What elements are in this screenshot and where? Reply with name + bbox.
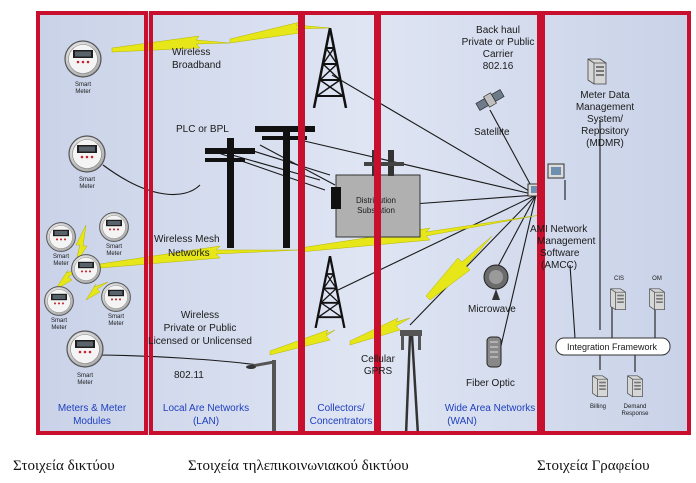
microwave-dish-icon: [483, 264, 509, 300]
component-labels: Wireless Broadband PLC or BPL Wireless M…: [148, 25, 634, 389]
bolt-icon: [85, 281, 109, 301]
meter-label: Smart: [77, 373, 93, 379]
caption-office-elements: Στοιχεία Γραφείου: [537, 458, 650, 474]
section-title-collectors: Concentrators: [310, 416, 373, 427]
protocol-label: 802.11: [174, 370, 204, 381]
mdmr-server-icon: [587, 58, 607, 85]
meter-label: Meter: [75, 89, 90, 95]
wireless-private-label: Wireless: [181, 310, 219, 321]
fiber-optic-icon: [486, 336, 502, 368]
section-title-lan: Local Are Networks: [163, 403, 249, 414]
smart-meter-icon: [44, 286, 74, 316]
meter-label: Meter: [106, 251, 121, 257]
backhaul-label: Private or Public: [462, 37, 535, 48]
server-labels: CIS OM Billing Demand Response: [590, 276, 662, 417]
om-label: OM: [652, 276, 662, 282]
frame-lan: [149, 11, 302, 435]
om-server-icon: [649, 288, 665, 311]
plc-label: PLC or BPL: [176, 124, 229, 135]
section-title-collectors: Collectors/: [317, 403, 364, 414]
cellular-pole-icon: [400, 330, 422, 436]
mdmr-label: System/: [587, 114, 623, 125]
cellular-label: GPRS: [364, 366, 393, 377]
smart-meter-icon: [64, 40, 102, 78]
wireless-private-label: Licensed or Unlicensed: [148, 336, 252, 347]
wireless-broadband-label: Wireless: [172, 47, 210, 58]
meter-label: Meter: [51, 325, 66, 331]
bolt-icon: [74, 224, 88, 266]
satellite-label: Satellite: [474, 127, 510, 138]
cellular-label: Cellular: [361, 354, 396, 365]
smart-meter-icon: [101, 282, 131, 312]
section-title-lan: (LAN): [193, 416, 219, 427]
section-title-meters: Meters & Meter: [58, 403, 127, 414]
smart-meter-icon: [46, 222, 76, 252]
meter-label: Meter: [53, 261, 68, 267]
meter-label: Smart: [79, 177, 95, 183]
cis-server-icon: [610, 288, 626, 311]
connection-lines: [89, 74, 656, 372]
section-title-wan: (WAN): [447, 416, 477, 427]
meter-labels: Smart Meter Smart Meter Smart Meter Smar…: [51, 82, 124, 386]
section-frames: [36, 11, 691, 435]
integration-framework-bar: [555, 337, 671, 356]
demand-response-server-icon: [627, 375, 643, 398]
ami-software-label: Software: [540, 248, 580, 259]
wireless-mesh-label: Wireless Mesh: [154, 234, 220, 245]
bolt-icon: [111, 35, 231, 53]
billing-server-icon: [592, 375, 608, 398]
section-title-meters: Modules: [73, 416, 111, 427]
meter-label: Meter: [77, 380, 92, 386]
demand-response-label: Response: [621, 411, 649, 417]
microwave-label: Microwave: [468, 304, 516, 315]
mdmr-label: Meter Data: [580, 90, 630, 101]
frame-collectors: [301, 11, 378, 435]
integration-framework-label: Integration Framework: [567, 342, 658, 352]
caption-network-elements: Στοιχεία δικτύου: [13, 458, 115, 474]
meter-label: Smart: [75, 82, 91, 88]
meter-label: Meter: [79, 184, 94, 190]
wireless-broadband-label: Broadband: [172, 60, 221, 71]
frame-wan: [377, 11, 541, 435]
ami-software-label: (AMCC): [541, 260, 577, 271]
meter-label: Smart: [53, 254, 69, 260]
smart-meter-icon: [99, 212, 129, 242]
billing-label: Billing: [590, 404, 606, 410]
frame-meters: [36, 11, 148, 435]
wireless-private-label: Private or Public: [164, 323, 237, 334]
meter-label: Meter: [108, 321, 123, 327]
frame-back-office: [541, 11, 691, 435]
caption-telecom-elements: Στοιχεία τηλεπικοινωνιακού δικτύου: [188, 458, 409, 474]
backhaul-label: Carrier: [483, 49, 514, 60]
meter-label: Smart: [106, 244, 122, 250]
section-titles: Meters & Meter Modules Local Are Network…: [58, 403, 535, 427]
meter-label: Smart: [108, 314, 124, 320]
ami-software-label: Management: [537, 236, 596, 247]
satellite-icon: [475, 89, 505, 111]
wireless-mesh-label: Networks: [168, 248, 210, 259]
streetlight-icon: [246, 360, 276, 435]
smart-meter-icon: [68, 135, 106, 173]
mdmr-label: Management: [576, 102, 635, 113]
ami-software-label: AMI Network: [530, 224, 588, 235]
fiber-optic-label: Fiber Optic: [466, 378, 515, 389]
backhaul-label: Back haul: [476, 25, 520, 36]
meter-label: Smart: [51, 318, 67, 324]
demand-response-label: Demand: [624, 404, 647, 410]
bolt-icon: [425, 235, 493, 301]
mdmr-label: (MDMR): [586, 138, 624, 149]
smart-meter-icon: [71, 254, 101, 284]
smart-meter-icon: [66, 330, 104, 368]
backhaul-label: 802.16: [483, 61, 514, 72]
mdmr-label: Repository: [581, 126, 629, 137]
section-title-wan: Wide Area Networks: [445, 403, 536, 414]
cis-label: CIS: [614, 276, 624, 282]
utility-pole-icon: [205, 126, 315, 248]
